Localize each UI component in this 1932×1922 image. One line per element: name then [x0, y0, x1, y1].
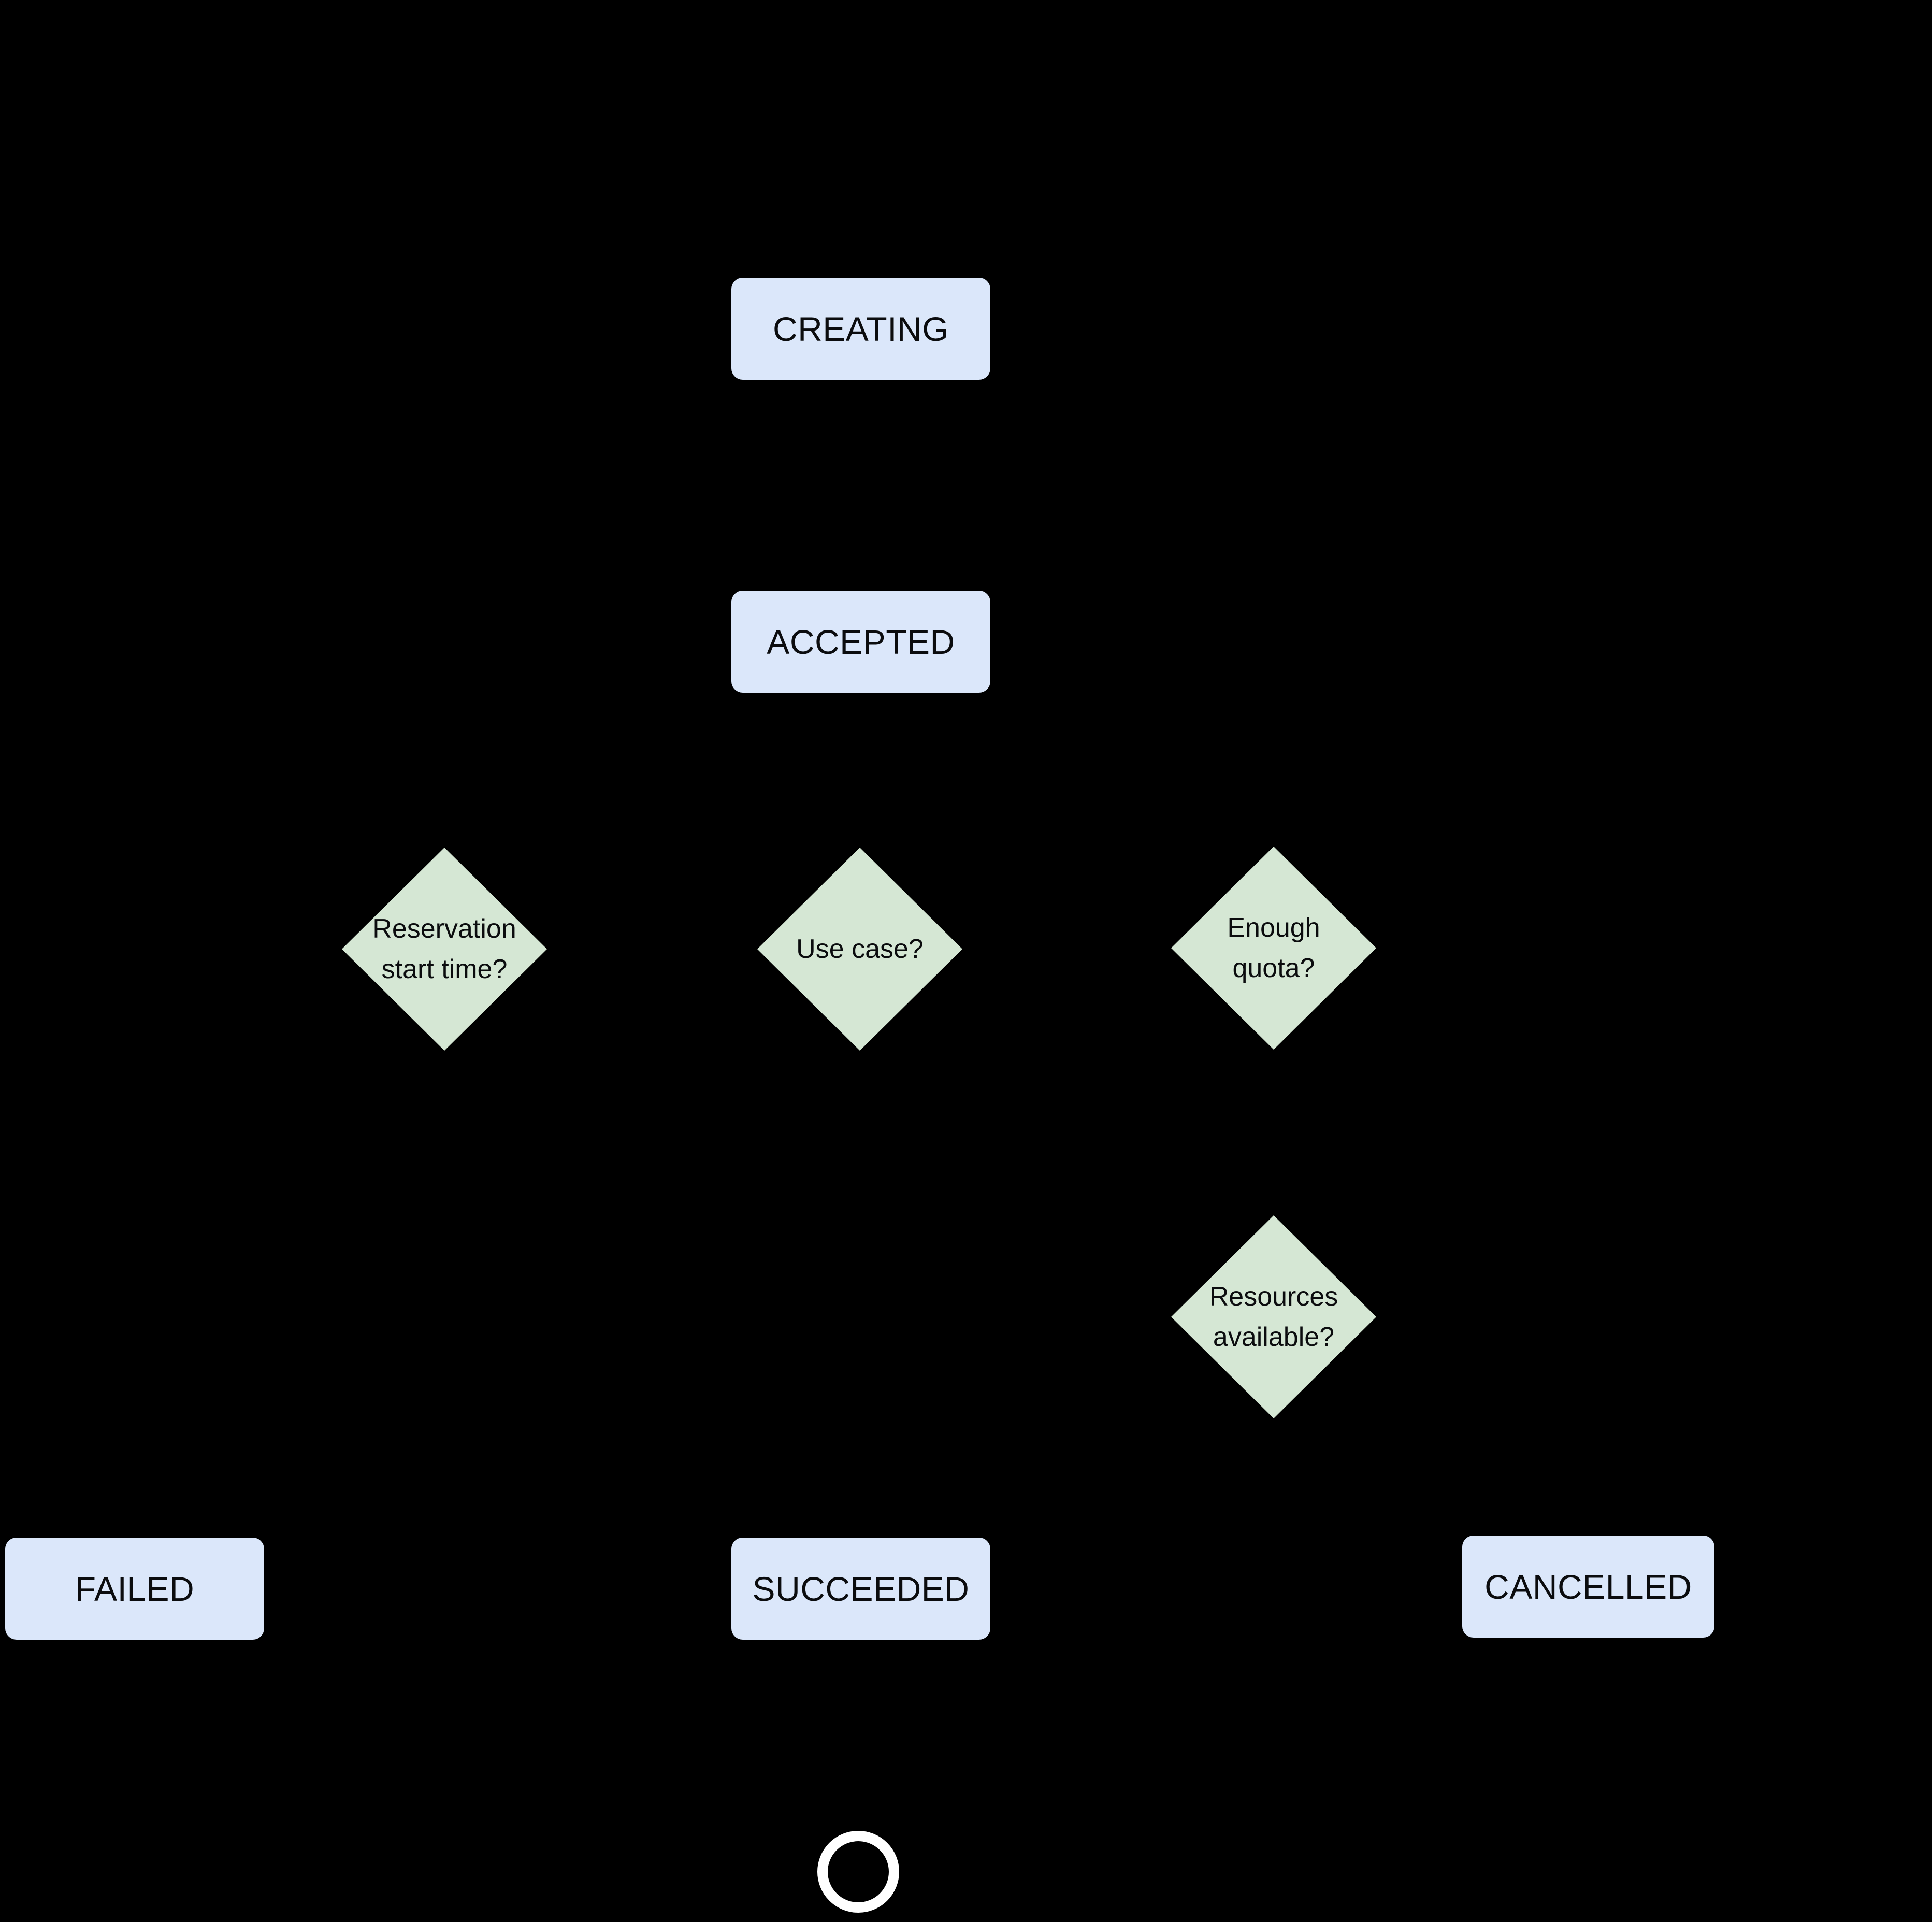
- edge-resources-to-cancelled: [1272, 1418, 1607, 1544]
- state-node-succeeded[interactable]: SUCCEEDED: [731, 1538, 990, 1640]
- decision-node-reservation-start-time[interactable]: Reservation start time?: [342, 848, 547, 1051]
- decision-label-resources-available: Resources available?: [1209, 1282, 1338, 1352]
- decision-label-reservation-start-time: Reservation start time?: [372, 914, 516, 984]
- state-node-failed[interactable]: FAILED: [5, 1538, 264, 1640]
- decision-node-enough-quota[interactable]: Enough quota?: [1171, 847, 1376, 1050]
- decision-node-use-case[interactable]: Use case?: [757, 848, 962, 1051]
- terminal-end-circle-icon: [817, 1831, 899, 1913]
- state-label-succeeded: SUCCEEDED: [752, 1569, 970, 1608]
- state-node-cancelled[interactable]: CANCELLED: [1462, 1536, 1714, 1638]
- state-label-accepted: ACCEPTED: [767, 622, 955, 661]
- state-label-cancelled: CANCELLED: [1484, 1567, 1692, 1606]
- edge-accepted-to-reservation-start: [426, 693, 863, 856]
- state-node-creating[interactable]: CREATING: [731, 278, 990, 380]
- state-label-creating: CREATING: [772, 309, 949, 348]
- edge-reservation-start-to-failed: [116, 1051, 446, 1546]
- edge-accepted-to-enough-quota: [859, 693, 1292, 855]
- decision-label-use-case: Use case?: [796, 934, 924, 964]
- decision-node-resources-available[interactable]: Resources available?: [1171, 1215, 1376, 1418]
- state-node-accepted[interactable]: ACCEPTED: [731, 591, 990, 693]
- decision-label-enough-quota: Enough quota?: [1227, 913, 1320, 983]
- state-label-failed: FAILED: [75, 1569, 195, 1608]
